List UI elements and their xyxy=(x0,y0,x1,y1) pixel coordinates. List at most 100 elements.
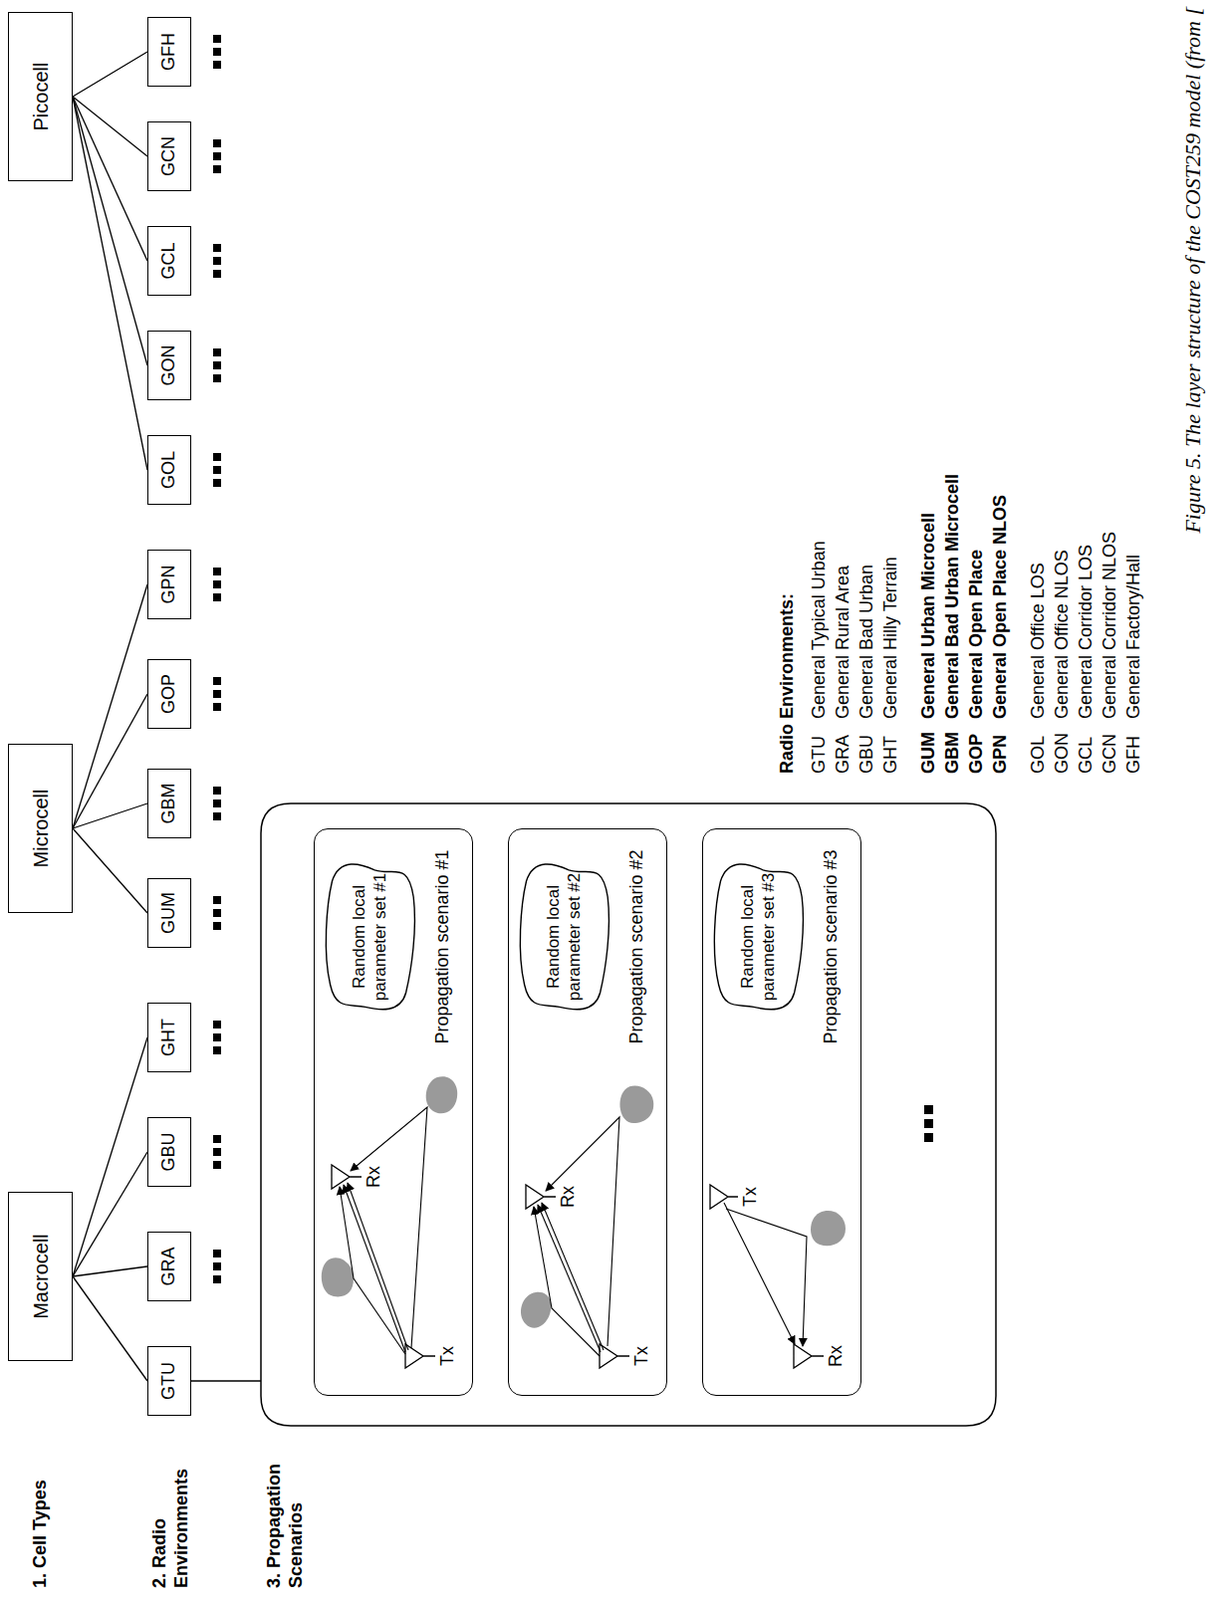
continuation-dot xyxy=(213,677,222,686)
tx-antenna xyxy=(710,1185,738,1210)
environment-box: GON xyxy=(147,330,192,401)
box-label: GBM xyxy=(158,783,181,825)
box-label: Picocell xyxy=(28,62,53,132)
rx-antenna xyxy=(331,1165,362,1190)
environment-code: GBU xyxy=(856,734,879,774)
environment-code: GOL xyxy=(1027,735,1050,774)
box-label: GBU xyxy=(158,1133,181,1173)
tree-connector xyxy=(72,828,148,914)
continuation-dot xyxy=(213,690,222,699)
parameter-blob: Random local parameter set #1 xyxy=(322,857,418,1017)
continuation-dot xyxy=(213,922,222,931)
ray xyxy=(541,1203,604,1351)
ray xyxy=(350,1107,428,1349)
box-label: GOP xyxy=(158,674,181,715)
scatterer xyxy=(810,1211,846,1246)
continuation-dot xyxy=(213,1249,222,1258)
continuation-dot xyxy=(213,361,222,370)
level-heading: 1. Cell Types xyxy=(29,1439,52,1589)
environment-name: General Office LOS xyxy=(1027,562,1050,720)
box-label: Microcell xyxy=(28,789,53,869)
environment-box: GOP xyxy=(147,659,192,730)
blob-label: Random local parameter set #2 xyxy=(543,857,585,1017)
dot xyxy=(924,1105,934,1115)
environment-name: General Urban Microcell xyxy=(918,512,941,720)
scenario-1-illustration xyxy=(321,1076,459,1369)
tree-connector xyxy=(72,96,148,471)
environment-name: General Office NLOS xyxy=(1051,549,1074,720)
transmitter-label: Tx xyxy=(739,1182,762,1213)
scenario-2-illustration xyxy=(520,1085,654,1369)
environment-box: GFH xyxy=(147,16,192,87)
container-link xyxy=(191,1380,261,1382)
environment-code: GRA xyxy=(832,734,855,774)
box-label: GPN xyxy=(158,565,181,605)
tree-connector xyxy=(72,1152,148,1277)
box-label: GHT xyxy=(158,1018,181,1057)
environment-name: General Bad Urban Microcell xyxy=(942,474,965,720)
environment-box: GHT xyxy=(147,1002,192,1073)
tree-connector xyxy=(72,51,148,97)
continuation-dot xyxy=(213,1148,222,1157)
continuation-dot xyxy=(213,348,222,357)
tree-connector xyxy=(72,1037,148,1277)
continuation-dot xyxy=(213,374,222,383)
continuation-dots xyxy=(924,1105,934,1143)
cell-type-box: Picocell xyxy=(7,11,73,182)
tree-connector xyxy=(72,694,148,829)
tree-connector xyxy=(72,96,148,261)
level-heading: 2. Radio Environments xyxy=(149,1439,193,1589)
continuation-dot xyxy=(213,34,222,43)
continuation-dot xyxy=(213,703,222,712)
scenario-caption: Propagation scenario #2 xyxy=(626,827,649,1067)
ray xyxy=(545,1117,620,1347)
continuation-dot xyxy=(213,1275,222,1284)
continuation-dot xyxy=(213,152,222,161)
continuation-dot xyxy=(213,466,222,475)
receiver-label: Rx xyxy=(363,1162,386,1193)
box-label: GTU xyxy=(158,1362,181,1401)
continuation-dot xyxy=(213,60,222,69)
environment-name: General Corridor LOS xyxy=(1075,544,1098,720)
rays xyxy=(339,1107,428,1355)
continuation-dot xyxy=(213,256,222,265)
box-label: GUM xyxy=(158,892,181,935)
continuation-dot xyxy=(213,1033,222,1042)
tree-connector xyxy=(72,1266,148,1277)
parameter-blob: Random local parameter set #2 xyxy=(516,857,612,1017)
environment-name: General Factory/Hall xyxy=(1123,554,1146,720)
ray xyxy=(724,1203,795,1345)
cell-type-box: Microcell xyxy=(7,743,73,914)
continuation-dot xyxy=(213,896,222,905)
cell-type-box: Macrocell xyxy=(7,1192,73,1362)
ray xyxy=(343,1185,406,1353)
dot xyxy=(924,1119,934,1129)
box-label: GCN xyxy=(158,136,181,177)
transmitter-label: Tx xyxy=(631,1341,654,1372)
continuation-dot xyxy=(213,47,222,56)
continuation-dot xyxy=(213,786,222,795)
continuation-dot xyxy=(213,1046,222,1055)
continuation-dot xyxy=(213,909,222,918)
box-label: Macrocell xyxy=(28,1233,53,1320)
environment-name: General Corridor NLOS xyxy=(1099,531,1122,720)
box-label: GCL xyxy=(158,243,181,280)
environment-box: GRA xyxy=(147,1231,192,1302)
legend-heading: Radio Environments: xyxy=(776,593,799,774)
environment-code: GHT xyxy=(880,735,903,774)
scenario-caption: Propagation scenario #1 xyxy=(432,827,455,1067)
scenario-3-illustration xyxy=(710,1185,846,1369)
environment-code: GFH xyxy=(1123,735,1146,774)
scatterer xyxy=(426,1076,459,1114)
continuation-dot xyxy=(213,453,222,462)
continuation-dot xyxy=(213,1161,222,1170)
continuation-dot xyxy=(213,479,222,488)
rays xyxy=(724,1203,807,1347)
environment-box: GBM xyxy=(147,768,192,839)
scatterer xyxy=(321,1257,354,1297)
environment-code: GUM xyxy=(918,731,941,774)
blob-label: Random local parameter set #3 xyxy=(737,857,779,1017)
box-label: GFH xyxy=(158,32,181,71)
environment-code: GTU xyxy=(808,735,831,774)
rx-antenna xyxy=(793,1344,824,1369)
